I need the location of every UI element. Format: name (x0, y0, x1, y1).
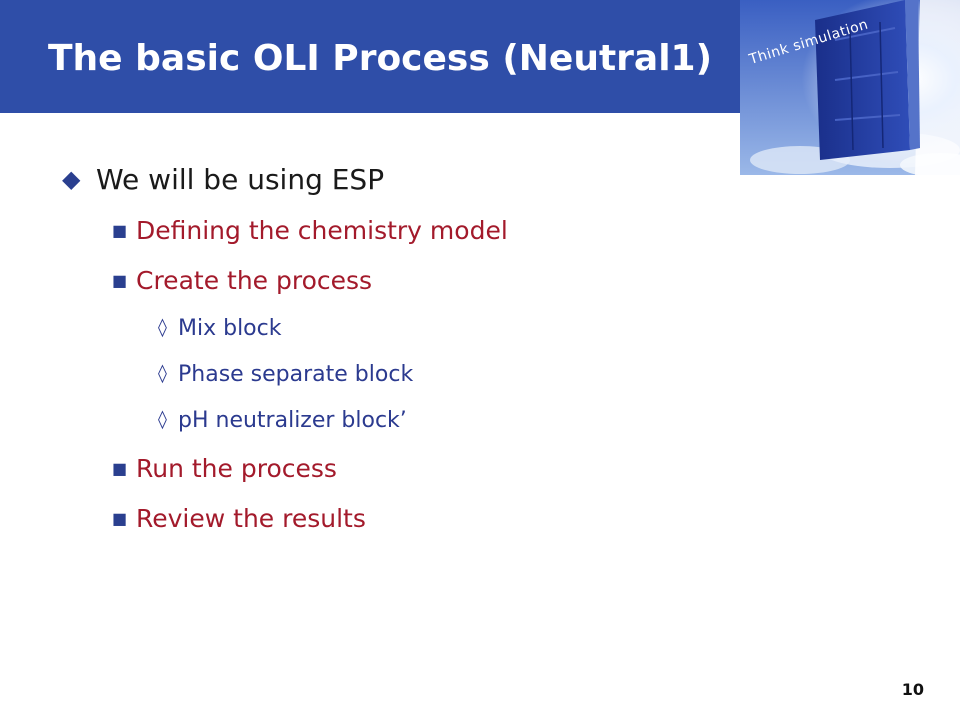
square-bullet-icon: ■ (112, 271, 128, 290)
square-bullet-icon: ■ (112, 221, 128, 240)
hollow-diamond-bullet-icon: ◊ (158, 363, 167, 384)
bullet-text: Defining the chemistry model (136, 216, 508, 245)
hollow-diamond-bullet-icon: ◊ (158, 409, 167, 430)
bullet-text: Mix block (178, 316, 282, 341)
bullet-text: Create the process (136, 266, 373, 295)
bullet-level-1: ◆ We will be using ESP (62, 163, 384, 196)
bullet-level-3: ◊ Mix block (158, 316, 281, 341)
hollow-diamond-bullet-icon: ◊ (158, 317, 167, 338)
bullet-level-2: ■ Defining the chemistry model (112, 216, 508, 245)
bullet-text: Phase separate block (178, 362, 414, 387)
page-number: 10 (901, 680, 924, 699)
bullet-level-2: ■ Review the results (112, 504, 366, 533)
slide-title: The basic OLI Process (Neutral1) (48, 38, 713, 79)
bullet-level-2: ■ Run the process (112, 454, 337, 483)
bullet-text: pH neutralizer block’ (178, 408, 407, 433)
bullet-level-3: ◊ Phase separate block (158, 362, 413, 387)
bullet-level-3: ◊ pH neutralizer block’ (158, 408, 407, 433)
diamond-bullet-icon: ◆ (62, 165, 81, 193)
door-in-sky-icon (740, 0, 960, 175)
bullet-text: Run the process (136, 454, 337, 483)
bullet-text: Review the results (136, 504, 366, 533)
square-bullet-icon: ■ (112, 509, 128, 528)
square-bullet-icon: ■ (112, 459, 128, 478)
bullet-text: We will be using ESP (96, 163, 385, 196)
bullet-level-2: ■ Create the process (112, 266, 372, 295)
